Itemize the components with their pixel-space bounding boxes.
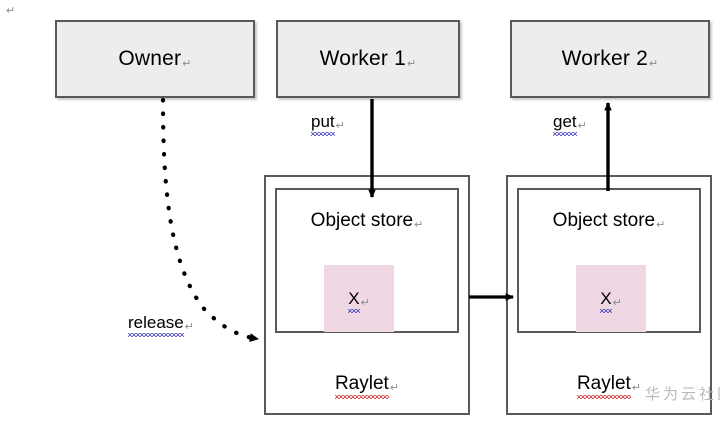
object-x-left[interactable]: X↵ [324,265,394,332]
edge-release-arrow [160,97,261,342]
paragraph-mark-icon: ↵ [182,58,192,70]
object-store-right[interactable]: Object store↵ X↵ [517,188,701,333]
worker2-node[interactable]: Worker 2↵ [510,20,710,98]
paragraph-mark-icon: ↵ [389,382,400,394]
object-store-right-label: Object store↵ [552,210,666,231]
worker1-node[interactable]: Worker 1↵ [276,20,460,98]
object-store-left-label: Object store↵ [310,210,424,231]
object-x-right-label: X↵ [600,288,622,313]
paragraph-mark-icon: ↵ [184,321,194,333]
paragraph-mark-icon: ↵ [406,58,417,70]
edge-get-label: get↵ [553,112,587,136]
paragraph-mark-icon: ↵ [360,296,370,309]
owner-node[interactable]: Owner↵ [55,20,255,98]
worker1-label: Worker 1↵ [319,47,417,70]
paragraph-mark-icon: ↵ [631,382,642,394]
watermark: 华为云社区 [645,386,720,403]
raylet-right-label: Raylet↵ [576,373,642,399]
paragraph-mark-icon: ↵ [656,219,666,231]
edge-release-label: release↵ [128,313,194,337]
object-store-left[interactable]: Object store↵ X↵ [275,188,459,333]
paragraph-mark-icon: ↵ [335,120,345,132]
object-x-right[interactable]: X↵ [576,265,646,332]
owner-label: Owner↵ [118,47,192,70]
paragraph-mark-icon: ↵ [414,219,424,231]
paragraph-mark-icon: ↵ [612,296,622,309]
paragraph-mark-icon: ↵ [648,58,659,70]
edge-put-label: put↵ [311,112,345,136]
object-x-left-label: X↵ [348,288,370,313]
paragraph-mark-icon: ↵ [577,120,587,132]
worker2-label: Worker 2↵ [561,47,659,70]
raylet-left-label: Raylet↵ [334,373,400,399]
paragraph-mark-icon: ↵ [6,5,16,17]
